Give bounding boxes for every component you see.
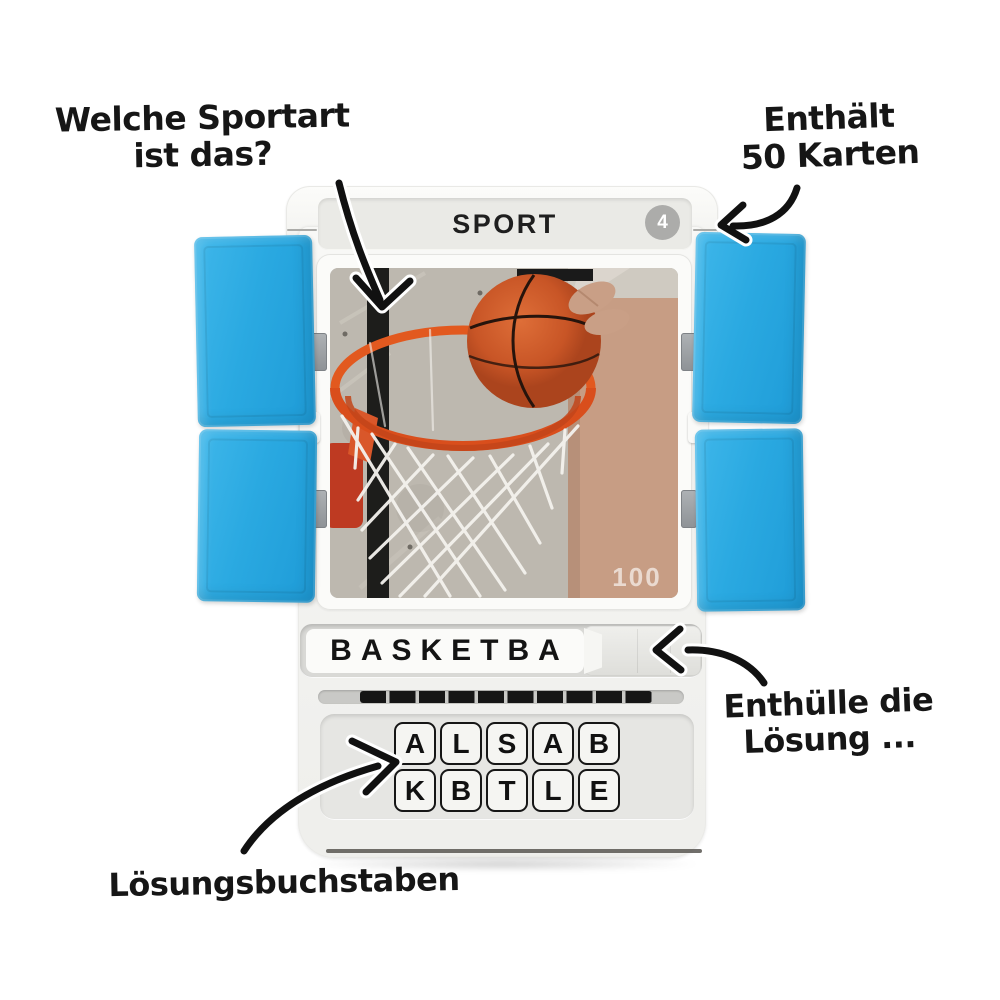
door-left-top xyxy=(194,234,316,428)
letter-tile-panel: A L S A B K B T L E xyxy=(320,714,694,820)
tile-row-2: K B T L E xyxy=(394,769,620,812)
cap-seam-right xyxy=(693,229,717,231)
cap-seam-left xyxy=(287,229,317,231)
answer-window: BASKETBA xyxy=(306,629,584,673)
letter-tile: E xyxy=(578,769,620,812)
hinge-clip-right-bottom xyxy=(681,490,697,528)
category-label: SPORT xyxy=(452,208,558,239)
annotation-reveal-line2: Lösung ... xyxy=(742,716,917,761)
annotation-reveal: Enthülle die Lösung ... xyxy=(722,680,936,761)
letter-tile: B xyxy=(440,769,482,812)
letter-tile: A xyxy=(532,722,574,765)
answer-text: BASKETBA xyxy=(330,634,569,667)
photo-watermark: 100 xyxy=(612,562,661,592)
door-right-bottom xyxy=(694,428,806,612)
slider-tab-notch xyxy=(584,628,602,674)
annotation-card-count-line2: 50 Karten xyxy=(740,131,921,178)
letter-tile: B xyxy=(578,722,620,765)
basketball-photo-graphic: 100 xyxy=(330,268,678,598)
annotation-question: Welche Sportart ist das? xyxy=(54,95,350,176)
card-count-badge: 4 xyxy=(645,205,680,240)
basketball-photo: 100 xyxy=(330,268,678,598)
floor-shadow xyxy=(302,857,704,871)
letter-tile: S xyxy=(486,722,528,765)
letter-tile: A xyxy=(394,722,436,765)
annotation-question-line2: ist das? xyxy=(133,133,273,176)
slider-tab-rib xyxy=(637,629,638,673)
door-left-bottom xyxy=(196,429,318,603)
letter-tile: T xyxy=(486,769,528,812)
slider-tab xyxy=(584,626,701,676)
door-right-top xyxy=(692,231,806,425)
letter-tile: K xyxy=(394,769,436,812)
grip-strip-dashes xyxy=(360,691,652,703)
letter-tile: L xyxy=(532,769,574,812)
slider-tab-rib xyxy=(670,629,671,673)
hinge-clip-left-top xyxy=(311,333,327,371)
device-bottom-edge xyxy=(326,849,702,853)
tile-row-1: A L S A B xyxy=(394,722,620,765)
annotation-question-line1: Welche Sportart xyxy=(54,95,350,140)
category-card-slot: SPORT xyxy=(318,198,692,250)
letter-tile: L xyxy=(440,722,482,765)
annotation-card-count: Enthält 50 Karten xyxy=(726,96,933,177)
grip-strip xyxy=(318,690,684,704)
